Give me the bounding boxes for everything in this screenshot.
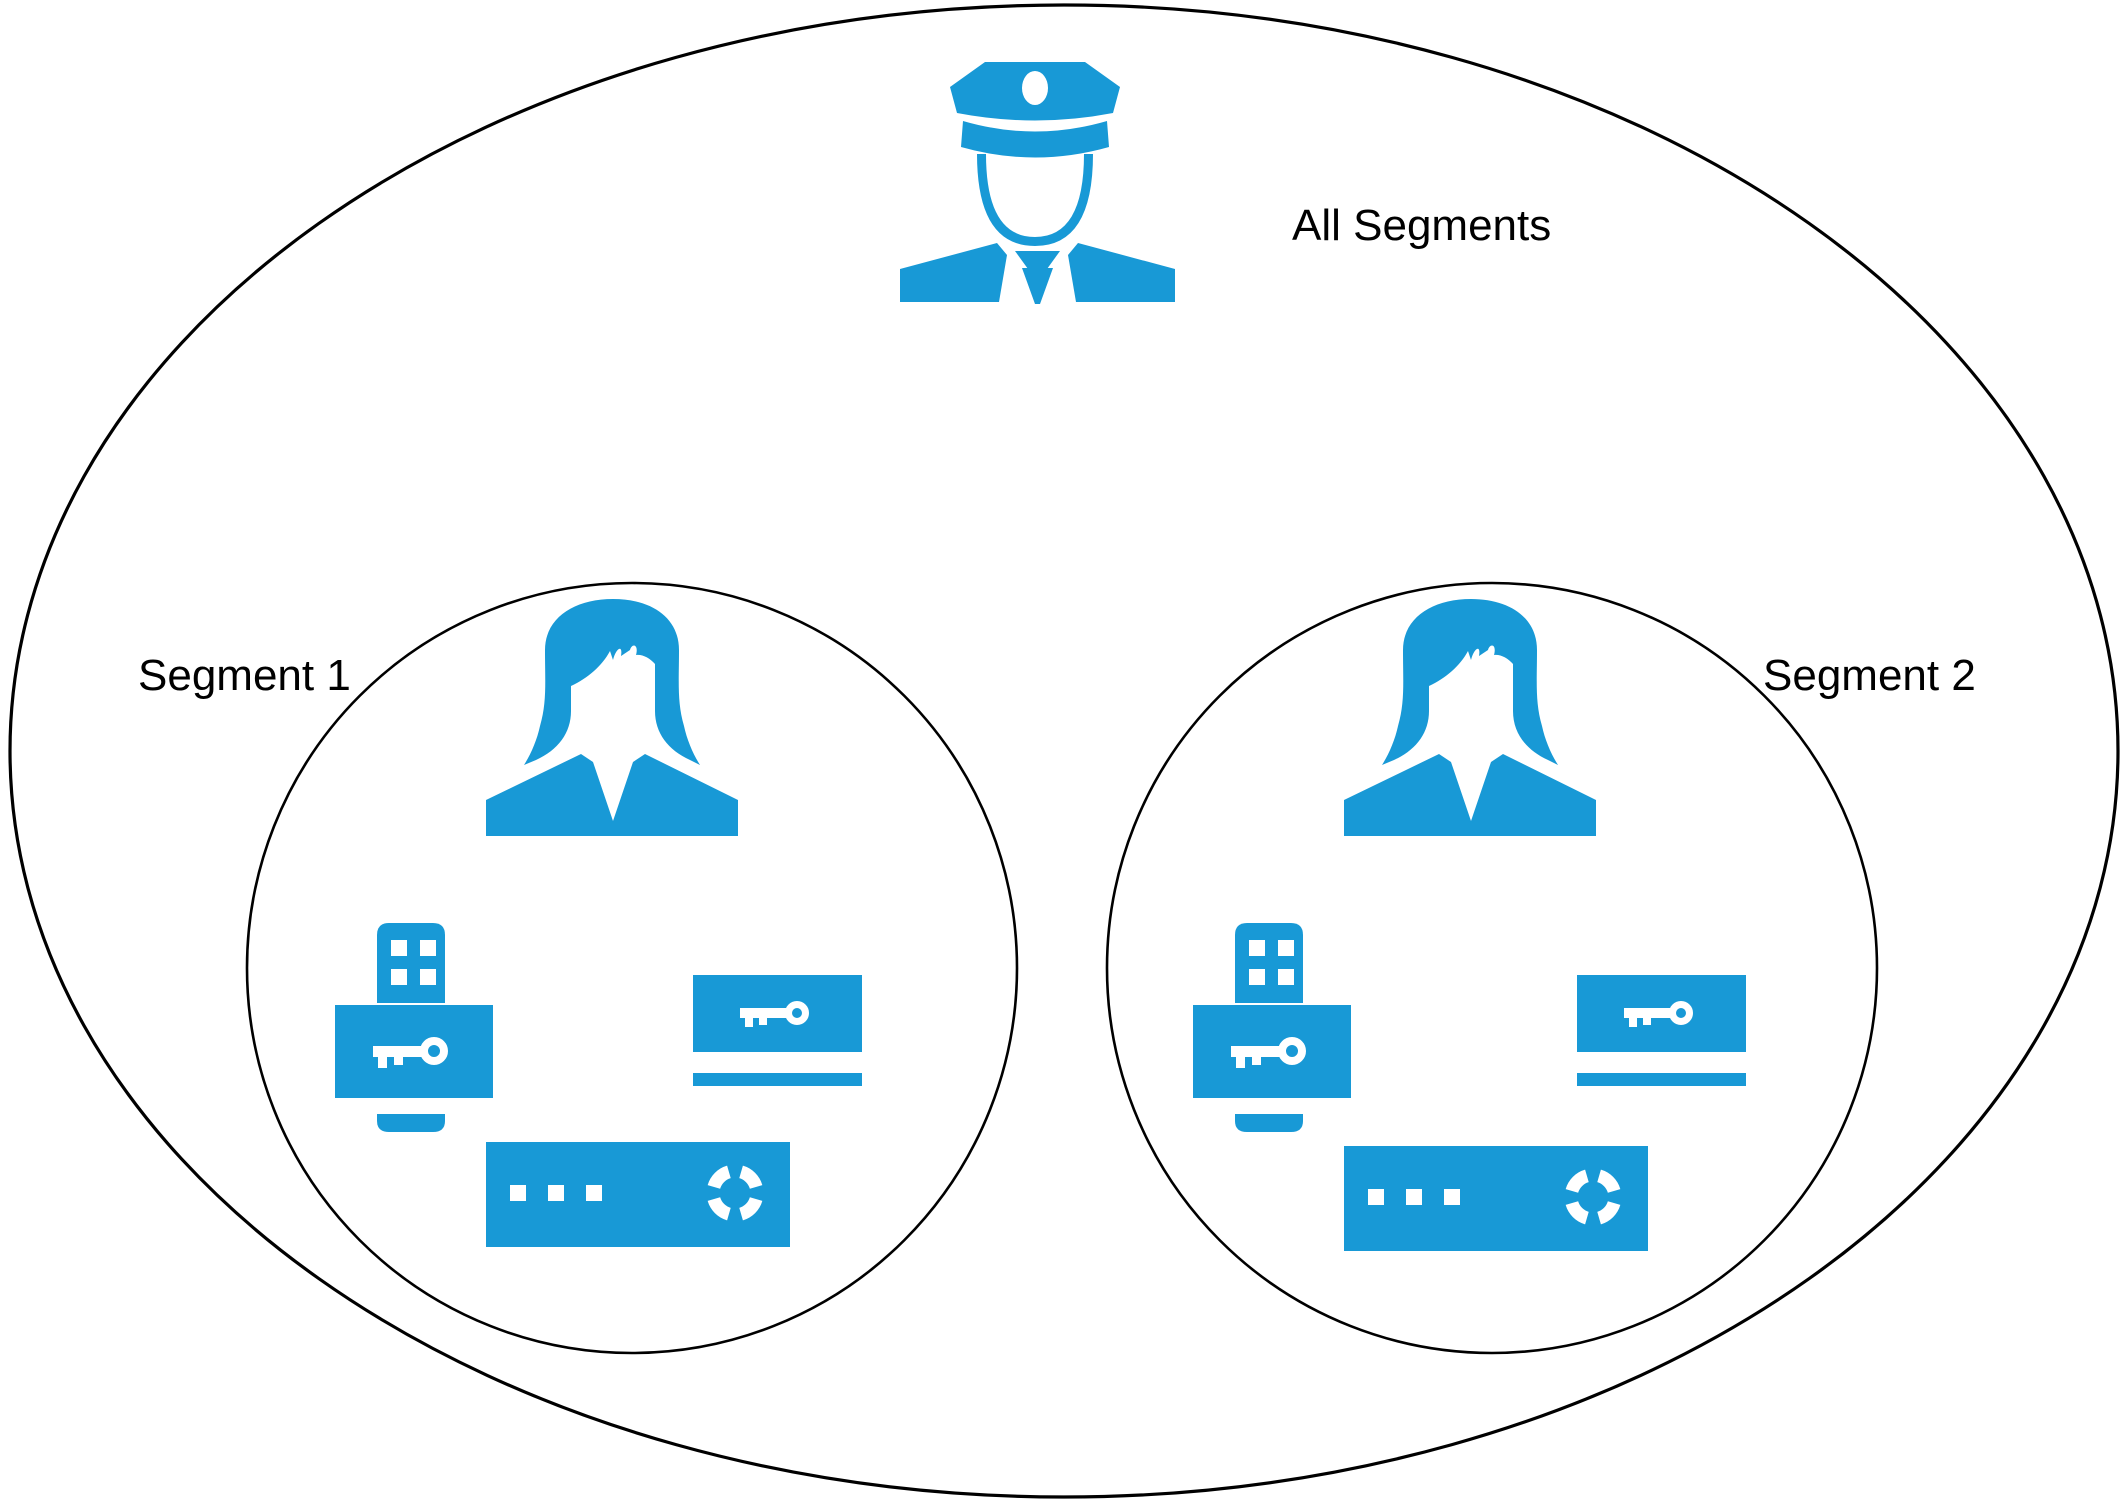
segment1-circle [245,581,1019,1355]
segment2-circle [1105,581,1879,1355]
all-segments-label: All Segments [1292,201,1552,250]
usb-key-token-icon [335,923,493,1133]
segment2-label: Segment 2 [1763,651,1976,700]
server-appliance-icon [1344,1146,1648,1251]
smart-card-key-icon [1577,975,1746,1086]
smart-card-key-icon [693,975,862,1086]
segment1-label: Segment 1 [138,651,351,700]
usb-key-token-icon [1193,923,1351,1133]
woman-user-icon [1342,598,1598,836]
woman-user-icon [484,598,740,836]
server-appliance-icon [486,1142,790,1247]
all-segments-ellipse [8,3,2120,1499]
security-officer-icon [900,57,1175,307]
